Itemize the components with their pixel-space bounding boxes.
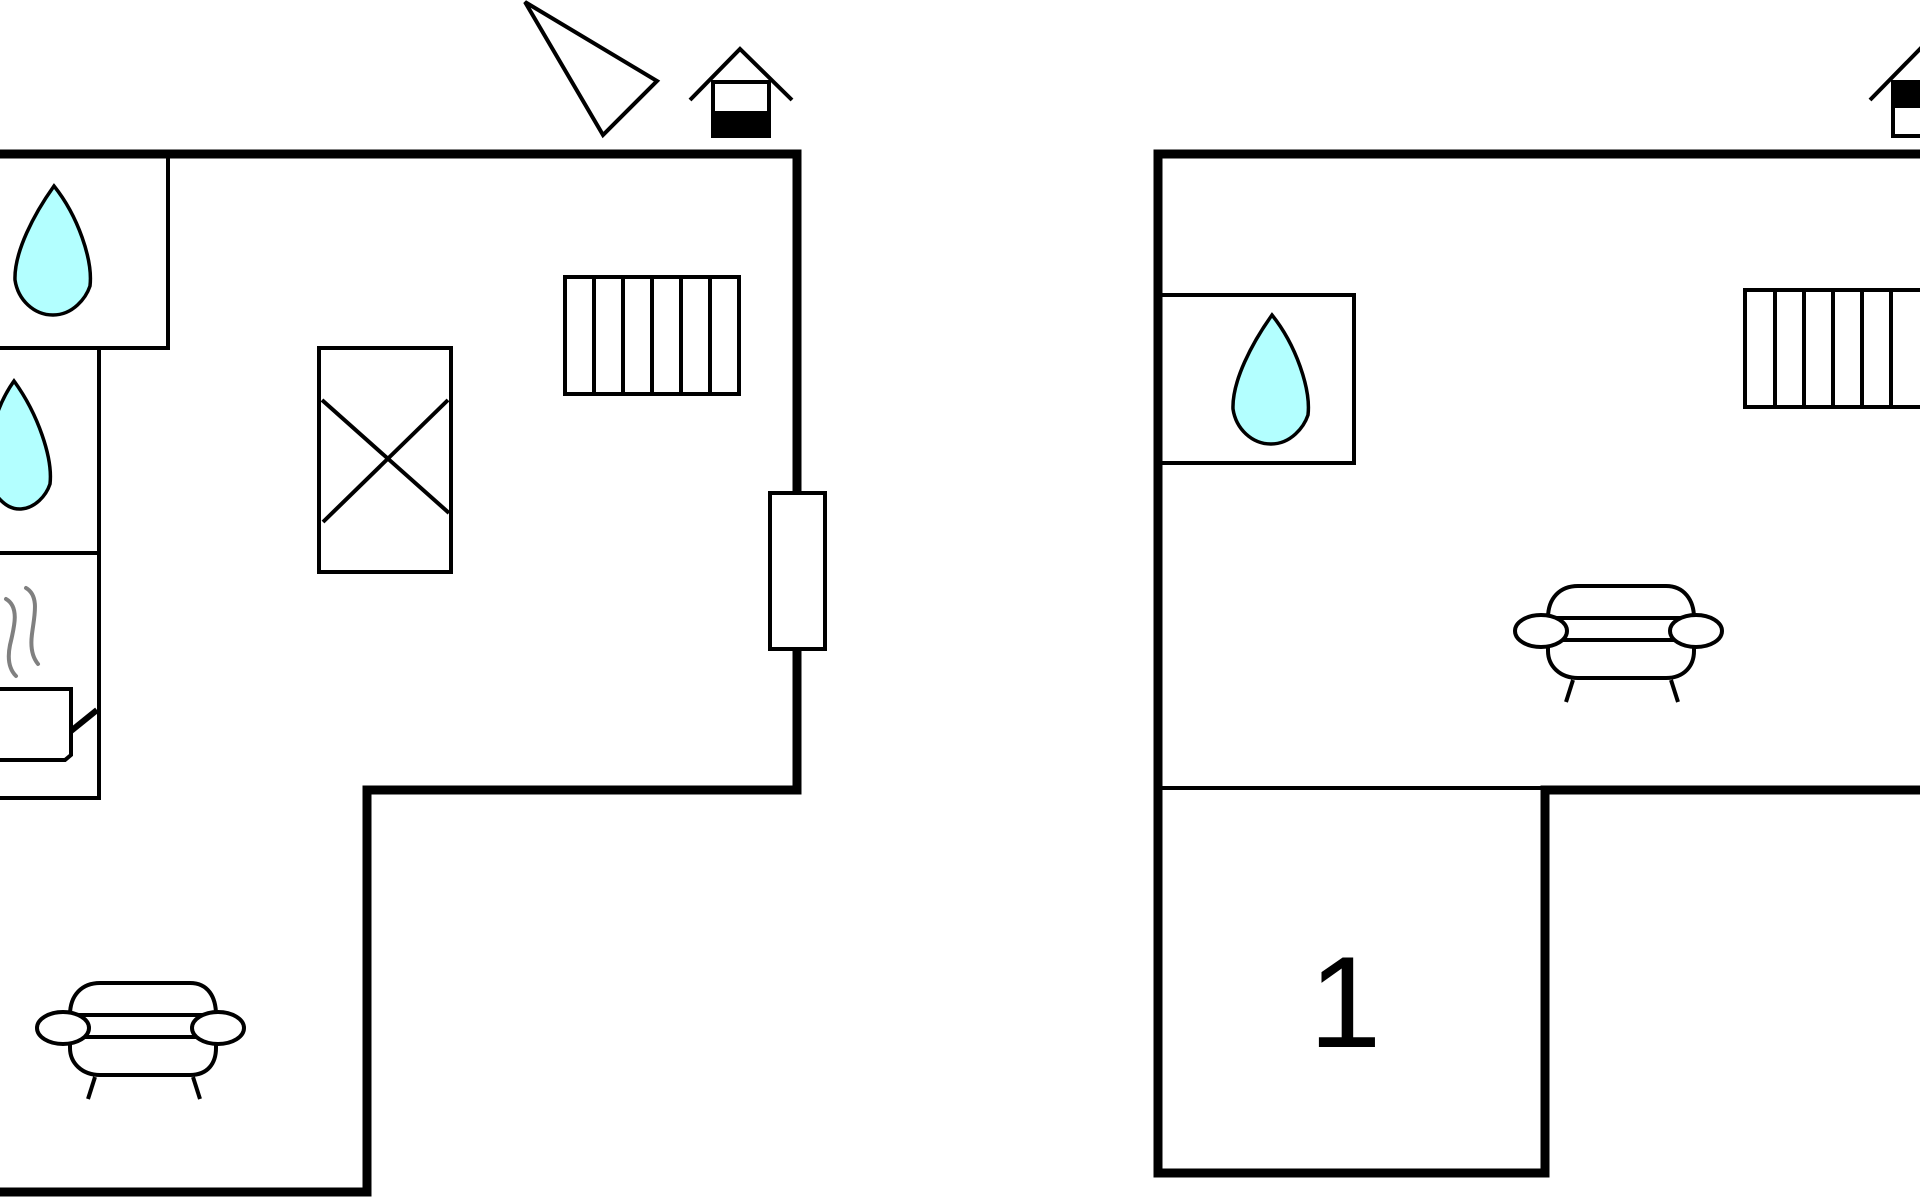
kitchen-door-swing [69,707,99,734]
lower-bathroom-wall [0,348,101,800]
compass-icon [523,0,661,139]
radiator-icon [563,275,741,396]
kitchen-counter [0,687,73,762]
left-floor-outer-wall [0,149,802,497]
right-floor-plan: 1 [1153,46,1920,1178]
house-entrance-icon [1868,46,1920,138]
house-entrance-icon [688,46,794,138]
water-drop-icon [13,183,93,317]
sofa-icon [1513,584,1724,703]
door-icon [768,491,827,651]
sofa-icon [35,981,246,1100]
stove-steam-icon [4,597,18,678]
stove-steam-icon [24,586,40,666]
radiator-icon [1743,288,1920,409]
bedroom-number-label: 1 [1309,929,1381,1075]
left-floor-plan [0,0,827,1197]
left-floor-outer-wall-lower [0,646,802,1197]
stairs-icon [317,346,453,574]
upper-bathroom-wall [0,154,170,350]
water-drop-icon [1231,312,1311,446]
right-bathroom-wall [1158,293,1356,465]
water-drop-icon [0,378,53,511]
right-floor-outer-wall [1153,149,1920,1178]
